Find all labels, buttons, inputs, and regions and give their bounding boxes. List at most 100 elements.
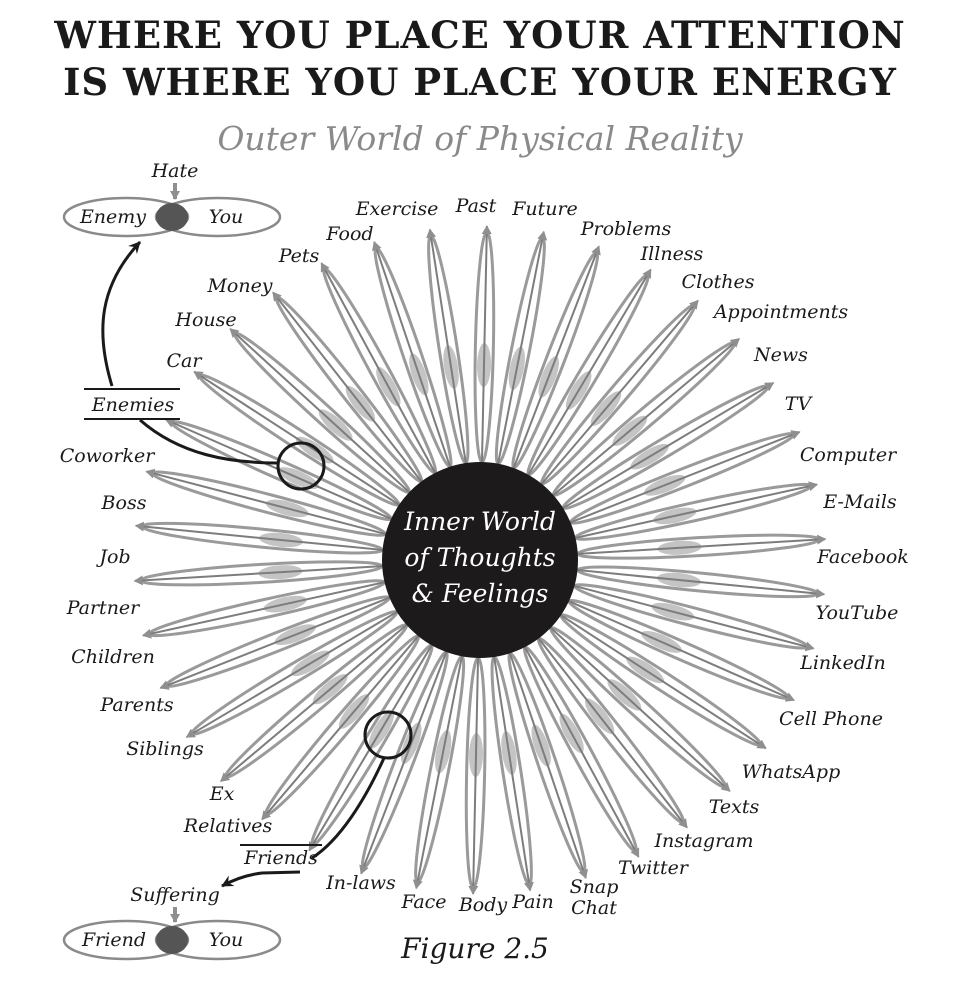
label-cellphone: Cell Phone	[779, 708, 883, 730]
spoke-arrow-line	[320, 262, 436, 474]
spoke	[494, 230, 548, 466]
enemy-spoke-highlight	[276, 441, 326, 491]
spoke-arrow-line	[145, 468, 386, 536]
label-clothes: Clothes	[682, 271, 755, 293]
label-computer: Computer	[800, 444, 898, 466]
spoke-arrow-line	[552, 337, 740, 496]
center-line-2: of Thoughts	[404, 543, 555, 572]
spoke	[272, 291, 424, 484]
venn-bottom-right-text: You	[209, 929, 244, 951]
spoke	[193, 370, 401, 507]
spoke-arrow-line	[537, 637, 688, 829]
title-line-1: WHERE YOU PLACE YOUR ATTENTION	[53, 13, 905, 57]
spoke-arrow-line	[550, 627, 731, 792]
spoke	[539, 299, 699, 486]
label-relatives: Relatives	[183, 815, 273, 837]
spoke	[536, 636, 688, 829]
label-money: Money	[206, 275, 272, 297]
spoke-arrow-line	[193, 370, 400, 506]
inner-world-circle	[382, 462, 578, 658]
enemies-arrow-up	[101, 240, 142, 387]
label-children: Children	[71, 646, 155, 668]
label-chat: Chat	[571, 897, 617, 919]
label-boss: Boss	[101, 492, 147, 514]
spoke-arrow-line	[468, 657, 480, 895]
spoke-arrow-line	[220, 624, 408, 783]
label-news: News	[753, 344, 808, 366]
spoke-arrow-line	[426, 228, 467, 464]
spoke	[229, 328, 411, 494]
label-twitter: Twitter	[618, 857, 690, 879]
enemies-connector	[139, 418, 279, 465]
spoke-arrow-line	[493, 656, 534, 892]
label-tv: TV	[785, 393, 814, 415]
label-house: House	[174, 309, 236, 331]
label-instagram: Instagram	[653, 830, 753, 852]
spoke-arrow-line	[524, 646, 640, 858]
center-line-1: Inner World	[403, 507, 556, 536]
figure-label: Figure 2.5	[400, 932, 549, 965]
label-texts: Texts	[709, 796, 760, 818]
label-car: Car	[167, 350, 204, 372]
spoke-arrow-line	[272, 291, 423, 483]
spoke	[573, 481, 819, 541]
spoke-arrow-line	[570, 430, 801, 524]
venn-top-left-text: Enemy	[79, 206, 146, 228]
spoke	[511, 245, 601, 470]
label-past: Past	[455, 195, 497, 217]
spoke	[134, 521, 385, 555]
friend-spoke-highlight	[363, 710, 413, 760]
spoke-arrow-line	[141, 581, 385, 639]
label-coworker: Coworker	[60, 445, 157, 467]
label-food: Food	[325, 223, 373, 245]
spoke-arrow-line	[512, 245, 601, 469]
label-parents: Parents	[99, 694, 173, 716]
title-line-2: IS WHERE YOU PLACE YOUR ENERGY	[63, 60, 897, 104]
label-exercise: Exercise	[355, 198, 439, 220]
spoke-arrow-line	[540, 299, 699, 485]
spoke-arrow-line	[575, 481, 819, 539]
venn-bottom-left-text: Friend	[81, 929, 146, 951]
label-body: Body	[458, 894, 508, 916]
spoke-arrow-line	[229, 328, 410, 493]
label-appointments: Appointments	[712, 301, 849, 323]
spoke-arrow-line	[480, 225, 492, 463]
spokes-group	[133, 225, 827, 895]
spoke-arrow-line	[577, 569, 826, 599]
enemies-label: Enemies	[91, 394, 175, 416]
spoke	[185, 609, 399, 738]
spoke-arrow-line	[527, 268, 652, 476]
spoke	[507, 651, 588, 879]
label-siblings: Siblings	[126, 738, 204, 760]
spoke	[522, 645, 640, 858]
spoke	[261, 634, 421, 821]
venn-top-right-text: You	[209, 206, 244, 228]
label-illness: Illness	[640, 243, 704, 265]
label-pain: Pain	[511, 891, 554, 913]
spoke	[473, 225, 496, 464]
spoke	[412, 654, 466, 890]
label-partner: Partner	[66, 597, 141, 619]
spoke	[464, 656, 487, 895]
label-face: Face	[400, 891, 446, 913]
suffering-label: Suffering	[130, 884, 220, 906]
label-job: Job	[95, 546, 130, 568]
spoke-arrow-line	[159, 596, 390, 690]
spoke	[426, 228, 470, 465]
spoke	[490, 655, 534, 892]
hate-label: Hate	[151, 160, 199, 182]
label-linkedin: LinkedIn	[799, 652, 886, 674]
label-facebook: Facebook	[816, 546, 909, 568]
spoke-arrow-line	[497, 230, 548, 464]
friends-label: Friends	[243, 847, 318, 869]
label-ex: Ex	[209, 783, 235, 805]
spoke-arrow-line	[412, 656, 463, 890]
center-line-3: & Feelings	[412, 579, 549, 608]
spoke-arrow-line	[359, 651, 448, 875]
spoke-arrow-line	[133, 565, 383, 586]
friends-arrow-down	[221, 870, 301, 888]
spoke-arrow-line	[185, 611, 398, 738]
spoke-arrow-line	[261, 635, 420, 821]
label-emails: E-Mails	[822, 491, 897, 513]
